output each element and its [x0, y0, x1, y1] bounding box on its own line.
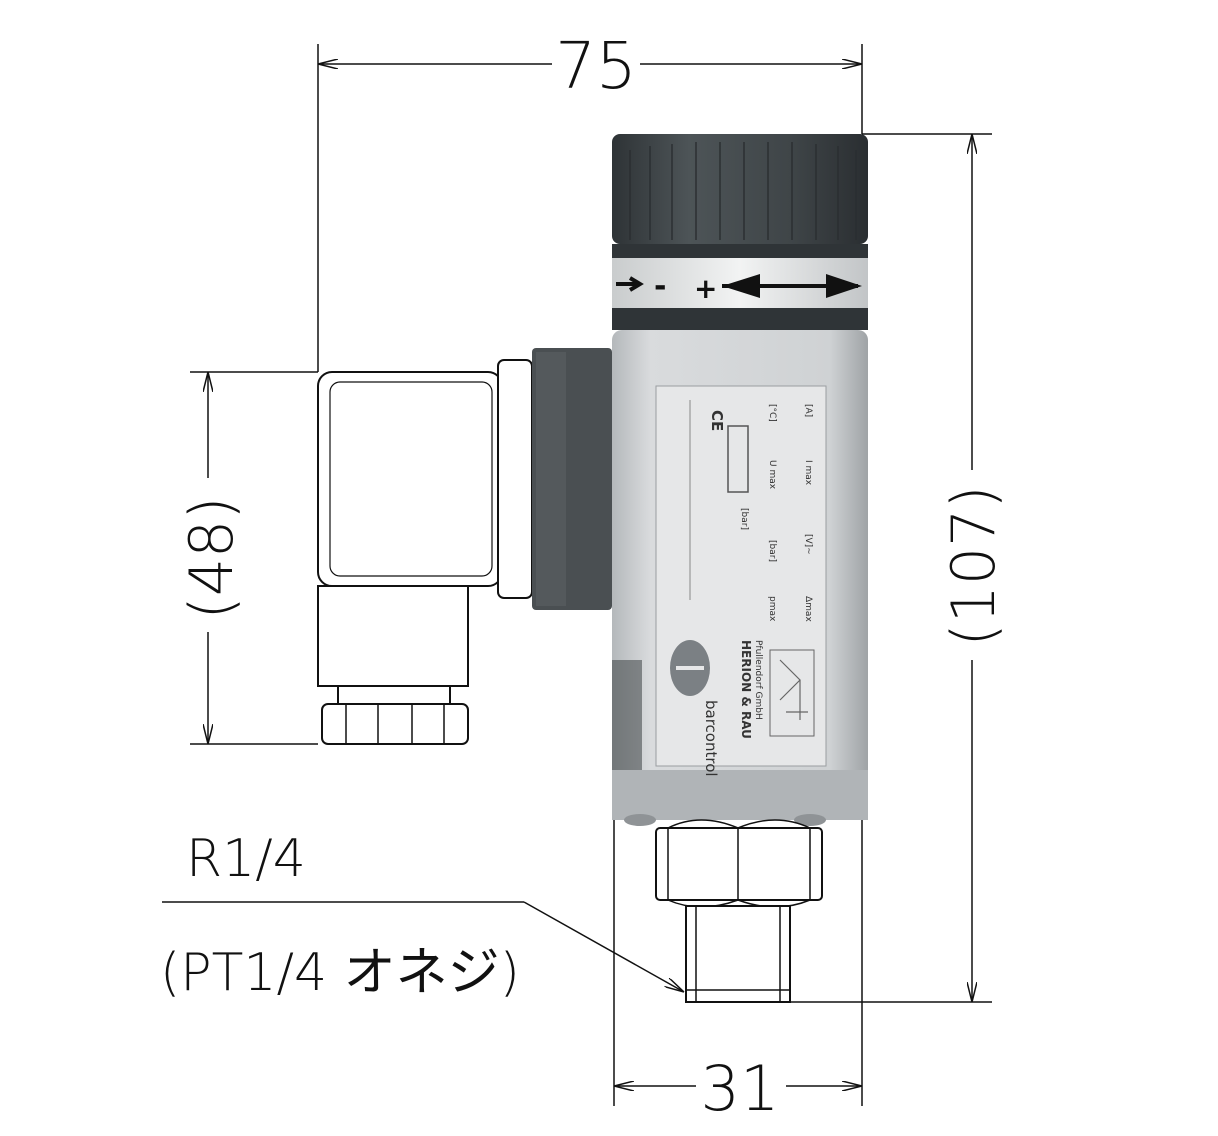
din-connector: [317, 348, 612, 745]
scale-arrow-head-left-icon: [722, 274, 760, 298]
nameplate-dmax: Δmax: [803, 596, 813, 622]
nameplate-maker: HERION & RAU: [739, 640, 753, 739]
nameplate-setting-window: [727, 425, 749, 493]
connector-housing: [317, 371, 503, 587]
knob-scale-markings: - +: [616, 269, 862, 305]
nameplate: [655, 385, 827, 767]
connector-housing-inner: [329, 381, 493, 577]
thread-label-r14: R1/4: [186, 829, 306, 889]
body-screw-right: [794, 814, 826, 826]
dimension-label-48: (48): [177, 496, 247, 619]
thread-label-pt14: (PT1/4 オネジ): [160, 943, 520, 1003]
socket-highlight: [536, 352, 566, 606]
connector-flange: [497, 359, 533, 599]
nameplate-unit-bar-2: [bar]: [767, 540, 777, 562]
knob-grip: [612, 134, 868, 244]
nameplate-u-max: U max: [767, 460, 777, 490]
dimension-width-bottom: 31: [613, 816, 863, 1125]
male-thread: [685, 905, 791, 1003]
dimension-width-top: 75: [317, 30, 863, 372]
dimension-label-75: 75: [555, 30, 636, 104]
leader-arrow: [523, 901, 684, 992]
scale-plus: +: [694, 272, 717, 305]
body-screw-left: [624, 814, 656, 826]
dimension-label-107: (107): [939, 485, 1009, 646]
nameplate-unit-a: [A]: [803, 404, 813, 417]
hex-nut: [655, 827, 823, 901]
dimension-height-left: (48): [177, 371, 318, 745]
nameplate-ce-mark: CE: [708, 410, 726, 431]
process-connection: [655, 819, 823, 1003]
adjustment-knob: - +: [612, 134, 868, 330]
nameplate-i-max: I max: [803, 460, 813, 486]
knob-dark-band-bottom: [612, 308, 868, 330]
nameplate-pmax: pmax: [767, 596, 777, 622]
scale-arrow-head-right-icon: [826, 274, 862, 298]
switch-body: CE [bar] [bar] U max [°C] I max [A] [V]~…: [612, 330, 868, 826]
body-side-recess: [612, 660, 642, 770]
dimension-label-31: 31: [701, 1052, 780, 1125]
nameplate-unit-bar-1: [bar]: [739, 508, 749, 530]
scale-arrow-left-icon: [616, 276, 644, 292]
nameplate-circuit-symbol: [769, 649, 815, 737]
nameplate-unit-v: [V]~: [803, 534, 813, 555]
hex-chamfer-top: [667, 819, 811, 829]
cable-gland-nut: [321, 703, 469, 745]
knob-dark-band-top: [612, 244, 868, 258]
nameplate-unit-c: [°C]: [767, 404, 777, 422]
knob-ribs: [629, 142, 857, 240]
nameplate-text-group: CE [bar] [bar] U max [°C] I max [A] [V]~…: [702, 404, 813, 777]
dimension-height-right: (107): [790, 133, 1009, 1003]
nameplate-maker-sub: Pfullendorf GmbH: [753, 640, 763, 720]
body-base-shadow: [612, 770, 868, 820]
thread-callout: R1/4 (PT1/4 オネジ): [160, 829, 684, 1003]
scale-minus: -: [654, 269, 666, 304]
cable-gland-base: [337, 685, 451, 705]
connector-neck: [317, 585, 469, 687]
nameplate-brand: barcontrol: [702, 700, 720, 777]
